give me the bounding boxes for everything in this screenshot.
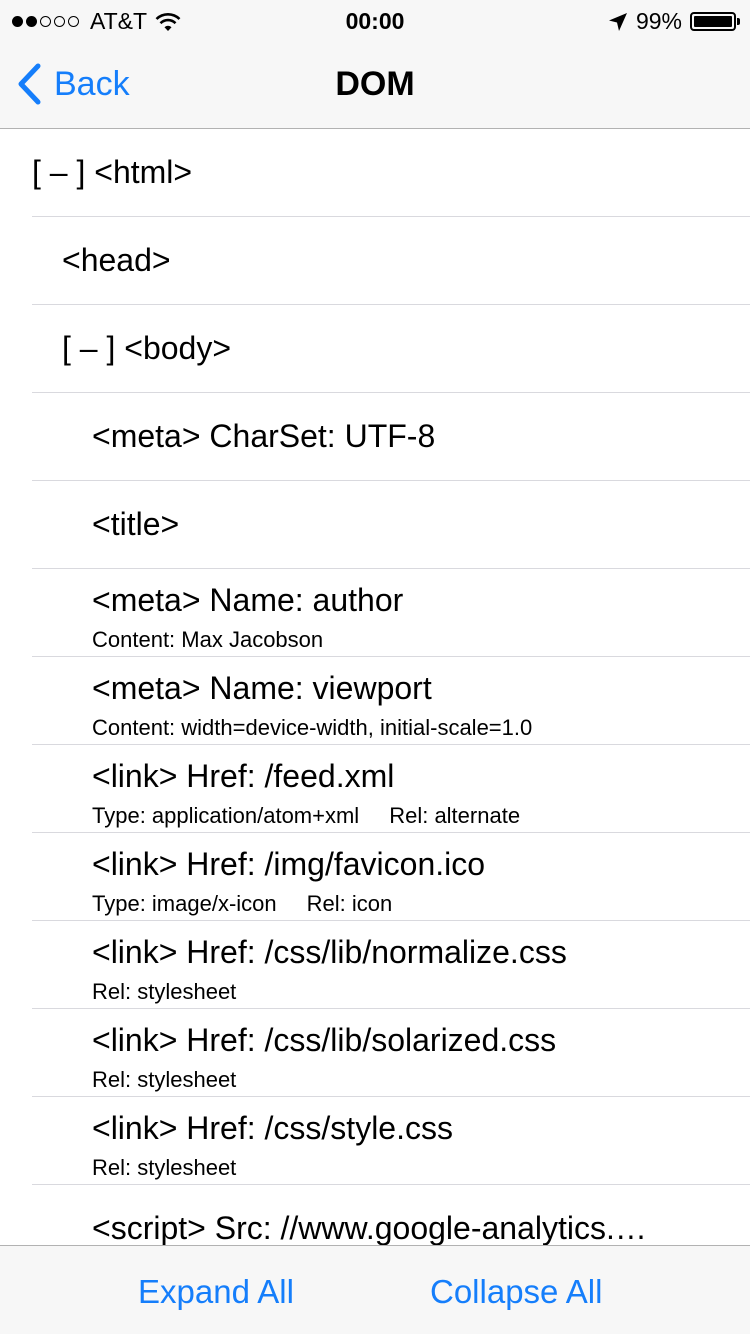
expand-all-button[interactable]: Expand All: [138, 1273, 294, 1310]
node-label: <link> Href: /feed.xml: [92, 758, 395, 794]
node-attribute: Rel: alternate: [389, 803, 521, 828]
node-label: <link> Href: /css/lib/solarized.css: [92, 1022, 557, 1058]
status-right: 99%: [608, 8, 740, 35]
node-label: <link> Href: /css/style.css: [92, 1110, 453, 1146]
node-label: <meta> CharSet: UTF-8: [92, 418, 436, 454]
row-separator: [32, 920, 750, 921]
signal-strength-icon: [12, 16, 82, 27]
collapse-all-button[interactable]: Collapse All: [430, 1273, 603, 1310]
dom-node-link-solarized[interactable]: <link> Href: /css/lib/solarized.css Rel:…: [0, 1009, 750, 1097]
battery-icon: [690, 12, 740, 31]
dom-node-link-favicon[interactable]: <link> Href: /img/favicon.ico Type: imag…: [0, 833, 750, 921]
node-attribute: Rel: stylesheet: [92, 979, 237, 1004]
row-separator: [32, 744, 750, 745]
node-attribute: Content: width=device-width, initial-sca…: [92, 715, 533, 740]
node-attributes: Type: image/x-icon Rel: icon: [92, 891, 392, 917]
dom-node-title[interactable]: <title>: [0, 481, 750, 569]
row-separator: [32, 304, 750, 305]
node-attributes: Rel: stylesheet: [92, 979, 236, 1005]
dom-node-link-normalize[interactable]: <link> Href: /css/lib/normalize.css Rel:…: [0, 921, 750, 1009]
node-attribute: Content: Max Jacobson: [92, 627, 324, 652]
node-label: <title>: [92, 506, 180, 542]
node-label: [ – ] <body>: [62, 330, 232, 366]
bottom-toolbar: Expand All Collapse All: [0, 1245, 750, 1334]
node-attributes: Rel: stylesheet: [92, 1067, 236, 1093]
node-attribute: Rel: stylesheet: [92, 1067, 237, 1092]
status-bar: AT&T 00:00 99%: [0, 0, 750, 40]
dom-node-link-feed[interactable]: <link> Href: /feed.xml Type: application…: [0, 745, 750, 833]
row-separator: [32, 656, 750, 657]
node-attributes: Content: Max Jacobson: [92, 627, 323, 653]
navigation-bar: Back DOM: [0, 40, 750, 129]
node-attribute: Type: image/x-icon: [92, 891, 277, 916]
row-separator: [32, 392, 750, 393]
row-separator: [32, 1008, 750, 1009]
dom-node-head[interactable]: <head>: [0, 217, 750, 305]
node-attribute: Rel: icon: [306, 891, 393, 916]
back-label: Back: [54, 64, 130, 103]
node-attribute: Rel: stylesheet: [92, 1155, 237, 1180]
node-label: <link> Href: /css/lib/normalize.css: [92, 934, 567, 970]
node-attribute: Type: application/atom+xml: [92, 803, 360, 828]
dom-node-meta-charset[interactable]: <meta> CharSet: UTF-8: [0, 393, 750, 481]
status-left: AT&T: [12, 8, 181, 35]
node-label: [ – ] <html>: [32, 154, 193, 190]
row-separator: [32, 568, 750, 569]
dom-node-html[interactable]: [ – ] <html>: [0, 129, 750, 217]
node-attributes: Rel: stylesheet: [92, 1155, 236, 1181]
dom-node-link-style[interactable]: <link> Href: /css/style.css Rel: stylesh…: [0, 1097, 750, 1185]
dom-node-meta-author[interactable]: <meta> Name: author Content: Max Jacobso…: [0, 569, 750, 657]
page-title: DOM: [335, 65, 415, 103]
dom-node-meta-viewport[interactable]: <meta> Name: viewport Content: width=dev…: [0, 657, 750, 745]
wifi-icon: [155, 12, 181, 31]
row-separator: [32, 832, 750, 833]
node-attributes: Content: width=device-width, initial-sca…: [92, 715, 532, 741]
dom-node-script[interactable]: <script> Src: //www.google-analytics.…: [0, 1185, 750, 1245]
node-label: <meta> Name: author: [92, 582, 404, 618]
node-label: <head>: [62, 242, 171, 278]
battery-level: [694, 16, 732, 27]
node-label: <script> Src: //www.google-analytics.…: [92, 1210, 647, 1245]
carrier-name: AT&T: [90, 8, 148, 34]
row-separator: [32, 480, 750, 481]
dom-tree-list[interactable]: [ – ] <html> <head> [ – ] <body> <meta> …: [0, 129, 750, 1245]
dom-node-body[interactable]: [ – ] <body>: [0, 305, 750, 393]
node-label: <link> Href: /img/favicon.ico: [92, 846, 486, 882]
row-separator: [32, 1184, 750, 1185]
back-button[interactable]: Back: [16, 62, 130, 106]
node-attributes: Type: application/atom+xml Rel: alternate: [92, 803, 520, 829]
battery-percent: 99%: [635, 8, 682, 34]
row-separator: [32, 1096, 750, 1097]
status-time: 00:00: [345, 8, 405, 34]
node-label: <meta> Name: viewport: [92, 670, 432, 706]
location-arrow-icon: [608, 12, 627, 31]
row-separator: [32, 216, 750, 217]
chevron-left-icon: [18, 63, 41, 105]
